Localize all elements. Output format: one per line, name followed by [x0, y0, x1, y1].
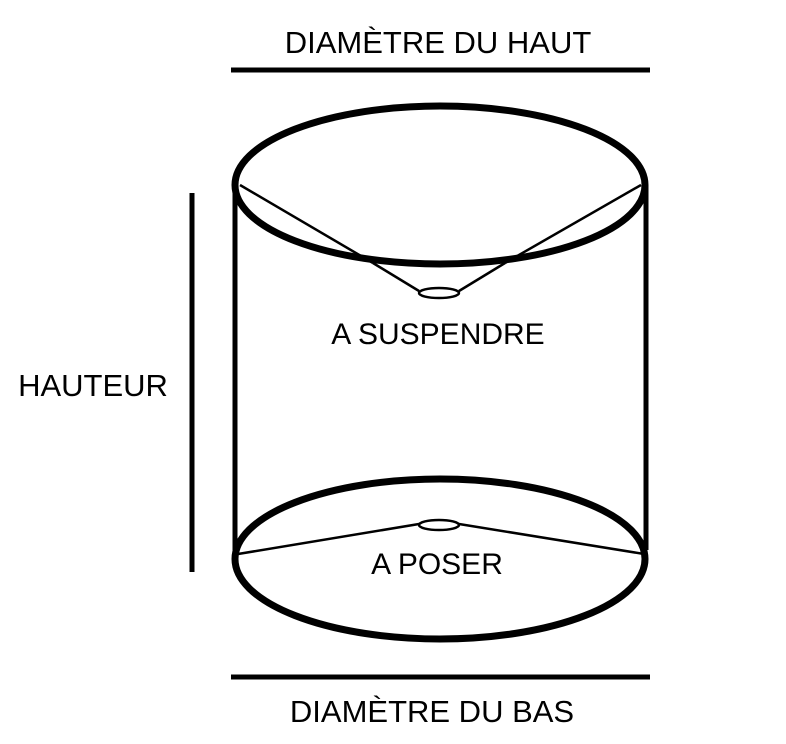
hanging-label: A SUSPENDRE: [331, 318, 544, 351]
hanging-fitting: [239, 183, 642, 300]
height-label: HAUTEUR: [18, 368, 168, 403]
top-diameter-label: DIAMÈTRE DU HAUT: [285, 25, 592, 60]
standing-label: A POSER: [371, 548, 503, 581]
bottom-rim-ellipse: [231, 475, 649, 643]
standing-fitting: [237, 518, 645, 556]
top-rim-ellipse: [231, 102, 649, 268]
bottom-diameter-label: DIAMÈTRE DU BAS: [290, 694, 574, 729]
